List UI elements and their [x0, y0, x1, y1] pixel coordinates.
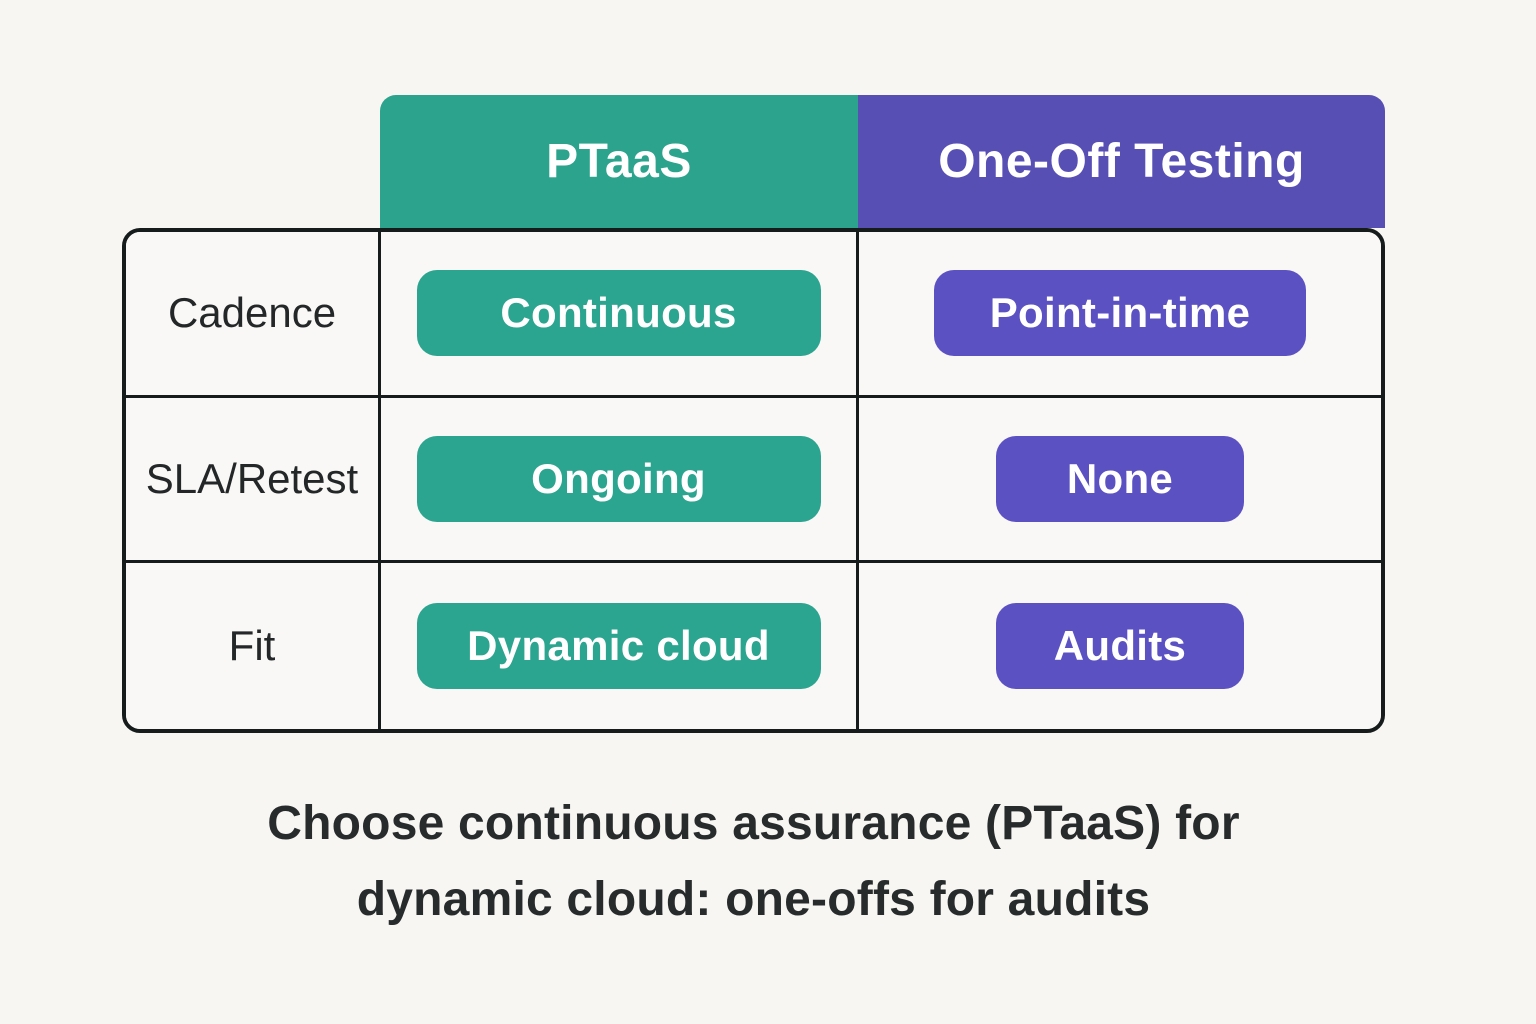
pill-point-in-time: Point-in-time	[933, 270, 1307, 357]
row-fit-label-cell: Fit	[126, 563, 381, 729]
pill-ongoing: Ongoing	[416, 435, 821, 522]
row-cadence-oneoff-cell: Point-in-time	[859, 232, 1381, 398]
row-sla-retest-oneoff-cell: None	[859, 397, 1381, 564]
pill-none: None	[996, 435, 1244, 522]
row-label-sla-retest: SLA/Retest	[145, 454, 359, 502]
table-header-row: PTaaS One-Off Testing	[380, 95, 1385, 228]
header-ptaas: PTaaS	[380, 95, 858, 228]
pill-audits: Audits	[996, 603, 1244, 690]
comparison-table: Cadence Continuous Point-in-time SLA/Ret…	[122, 228, 1385, 733]
row-sla-retest-ptaas-cell: Ongoing	[381, 397, 859, 564]
row-cadence-label-cell: Cadence	[126, 232, 381, 398]
pill-dynamic-cloud: Dynamic cloud	[416, 603, 821, 690]
row-sla-retest-label-cell: SLA/Retest	[126, 397, 381, 564]
pill-continuous: Continuous	[416, 270, 821, 357]
row-label-cadence: Cadence	[167, 289, 337, 337]
row-fit-oneoff-cell: Audits	[859, 563, 1381, 729]
row-label-fit: Fit	[228, 622, 276, 670]
header-oneoff-testing: One-Off Testing	[858, 95, 1385, 228]
caption-line-2: dynamic cloud: one-offs for audits	[356, 872, 1151, 926]
caption: Choose continuous assurance (PTaaS) for …	[122, 786, 1385, 938]
row-fit-ptaas-cell: Dynamic cloud	[381, 563, 859, 729]
caption-line-1: Choose continuous assurance (PTaaS) for	[267, 797, 1240, 850]
row-cadence-ptaas-cell: Continuous	[381, 232, 859, 398]
